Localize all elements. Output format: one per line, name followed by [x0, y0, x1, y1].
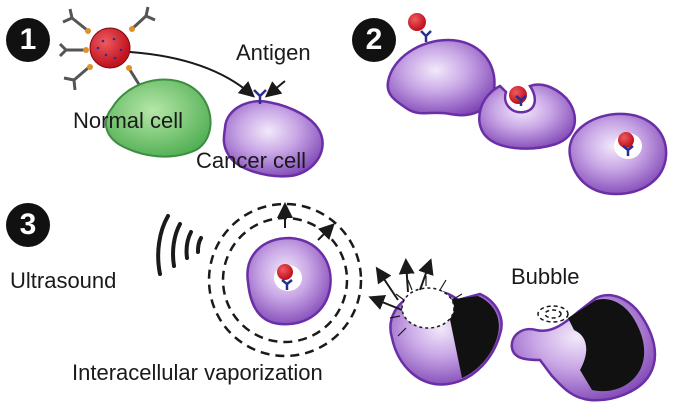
vaporizing-cell [368, 258, 503, 386]
step-badge-2: 2 [352, 18, 396, 62]
step-badge-1: 1 [6, 18, 50, 62]
normal-cell [104, 78, 212, 158]
cancer-cell-label: Cancer cell [196, 148, 307, 173]
step-badge-3: 3 [6, 203, 50, 247]
antibody-icon [253, 89, 267, 104]
panel2-cell-2 [478, 83, 577, 150]
bubble-icon [537, 305, 569, 323]
field-arrow-upright [317, 223, 335, 241]
normal-cell-label: Normal cell [73, 108, 184, 133]
ultrasound-wave-icon [156, 214, 203, 276]
nanoparticle-icon [58, 6, 156, 96]
panel2-cell-1 [386, 13, 496, 117]
ultrasound-label: Ultrasound [10, 268, 117, 293]
antigen-arrow [264, 80, 286, 98]
binding-arrow [129, 51, 256, 98]
bubble-label: Bubble [511, 264, 580, 289]
panel2-cell-3 [568, 112, 668, 196]
vaporization-label: Interacellular vaporization [72, 360, 323, 385]
antigen-label: Antigen [236, 40, 311, 65]
target-cell [246, 236, 332, 326]
ruptured-cell [510, 293, 657, 402]
